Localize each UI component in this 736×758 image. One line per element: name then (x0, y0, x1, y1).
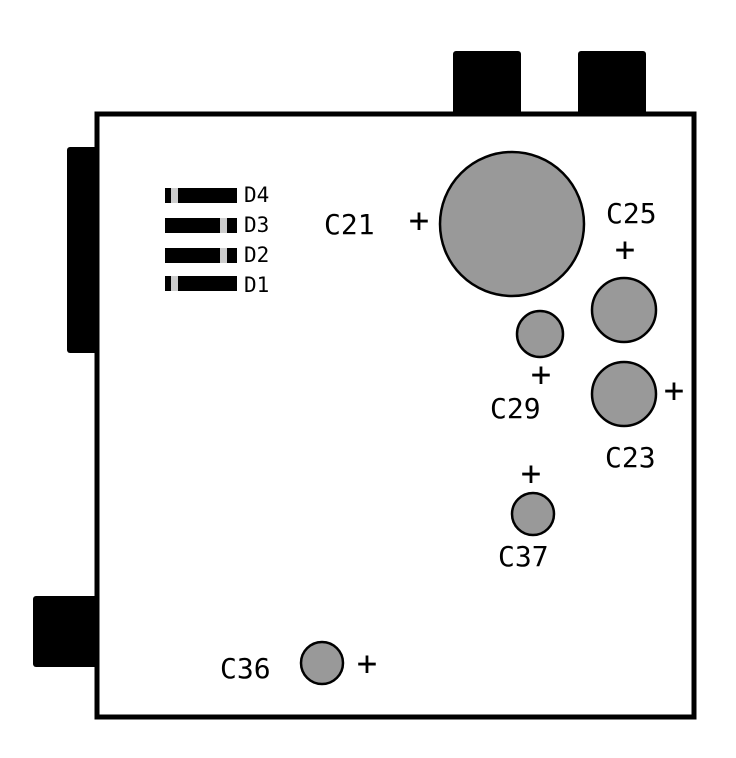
diode-label: D4 (244, 183, 269, 207)
diode-label: D2 (244, 243, 269, 267)
diode-label: D3 (244, 213, 269, 237)
diode-body (165, 218, 237, 233)
capacitor-label: C29 (490, 392, 541, 425)
diode-d2: D2 (165, 243, 269, 267)
left-connector (67, 147, 101, 353)
capacitor-body (515, 309, 565, 359)
capacitor-c37: + C37 (498, 454, 556, 573)
board-outline (94, 111, 697, 720)
capacitor-body (590, 360, 658, 428)
capacitor-c36: C36 + (220, 640, 377, 686)
polarity-plus: + (615, 230, 635, 270)
polarity-plus: + (409, 201, 429, 241)
polarity-plus: + (357, 644, 377, 684)
polarity-plus: + (531, 355, 551, 395)
top-connector-left (453, 51, 521, 119)
capacitor-body (299, 640, 345, 686)
diode-body (165, 248, 237, 263)
diode-band (171, 276, 178, 291)
capacitor-label: C36 (220, 652, 271, 685)
polarity-plus: + (664, 371, 684, 411)
diode-body (165, 276, 237, 291)
diode-band (220, 218, 227, 233)
diode-d1: D1 (165, 273, 269, 297)
diode-band (171, 188, 178, 203)
capacitor-c29: + C29 (490, 309, 565, 425)
capacitor-body (510, 491, 556, 537)
capacitor-label: C25 (606, 197, 657, 230)
polarity-plus: + (521, 454, 541, 494)
bottom-left-connector (33, 596, 101, 667)
capacitor-label: C23 (605, 441, 656, 474)
diode-band (220, 248, 227, 263)
diode-d4: D4 (165, 183, 269, 207)
capacitor-c25: C25 + (590, 197, 658, 344)
top-connector-right (578, 51, 646, 119)
capacitor-c21: C21 + (324, 150, 586, 298)
diode-d3: D3 (165, 213, 269, 237)
capacitor-label: C21 (324, 208, 375, 241)
capacitor-body (438, 150, 586, 298)
diode-label: D1 (244, 273, 269, 297)
capacitor-c23: + C23 (590, 360, 684, 474)
diode-body (165, 188, 237, 203)
capacitor-label: C37 (498, 540, 549, 573)
capacitor-body (590, 276, 658, 344)
